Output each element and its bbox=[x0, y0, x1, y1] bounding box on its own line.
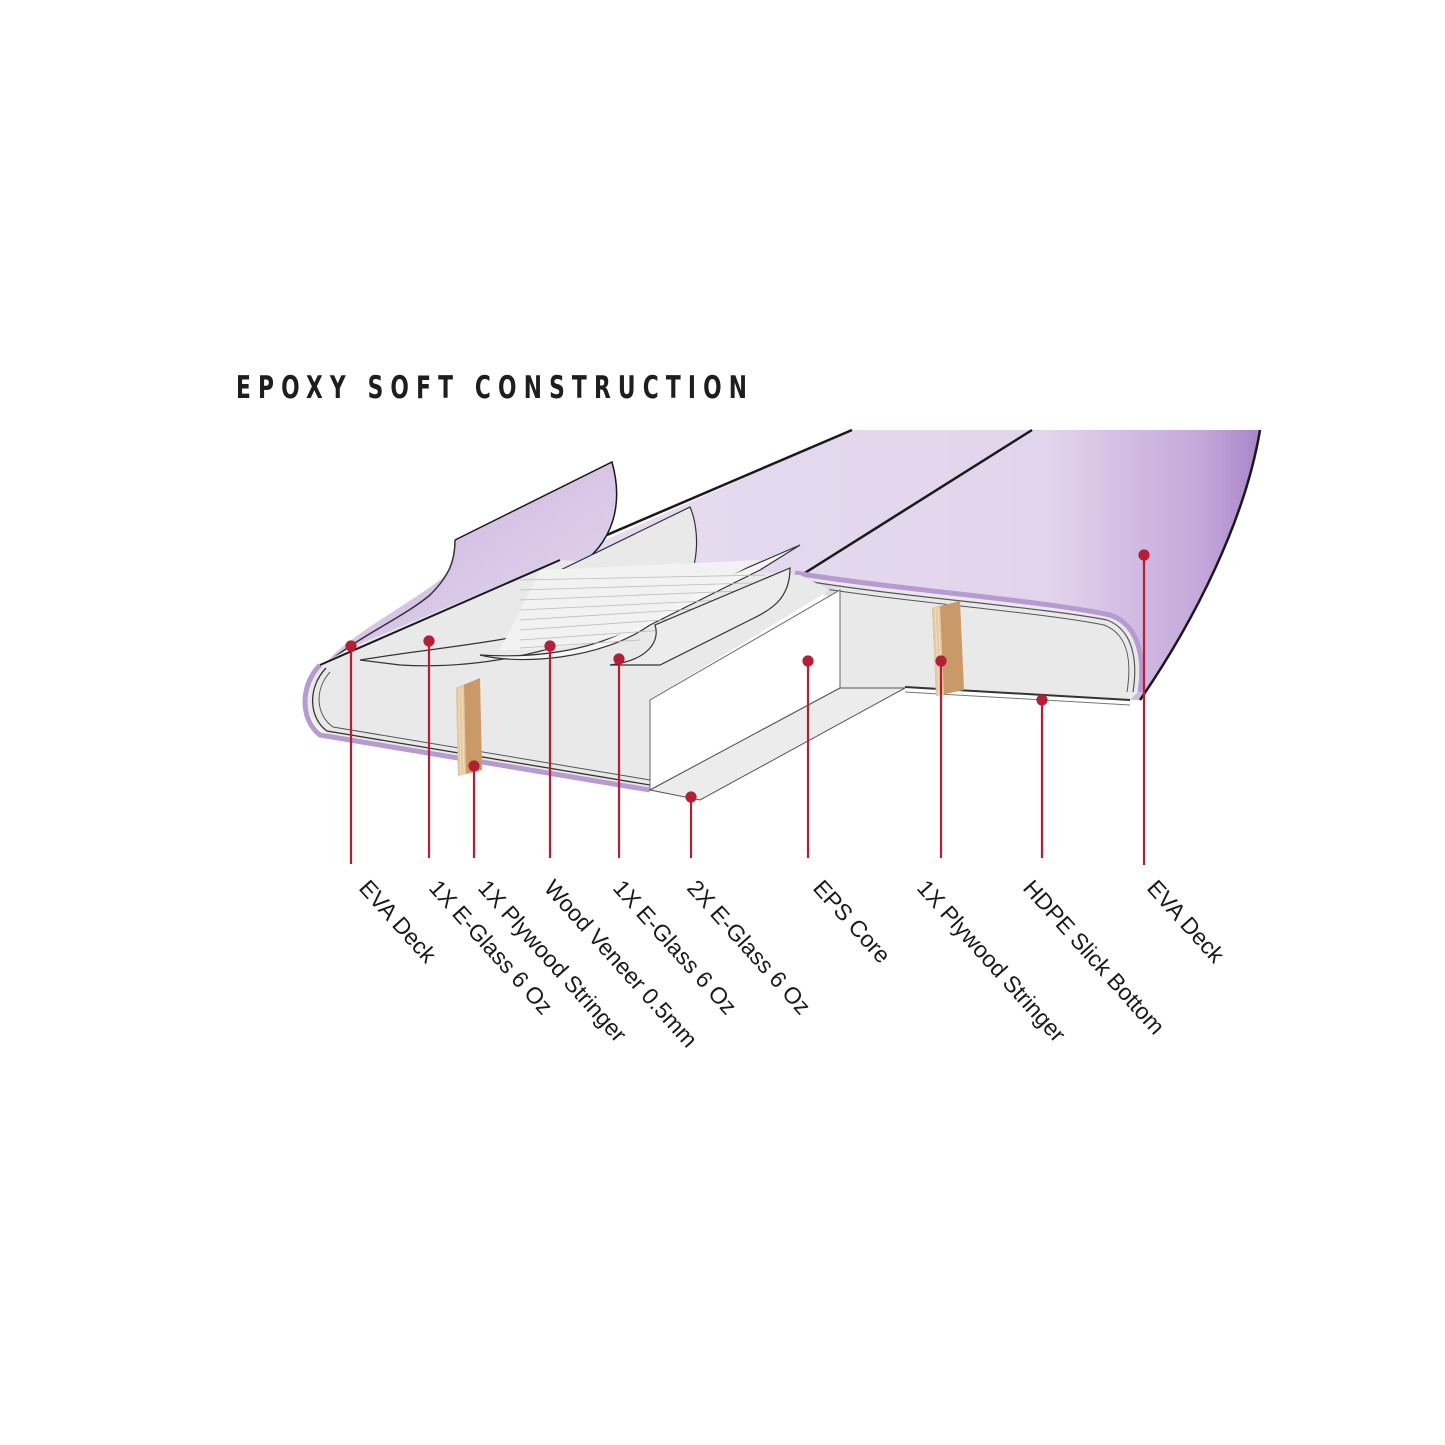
callout-dot bbox=[1138, 549, 1150, 561]
callout-dot bbox=[423, 635, 435, 647]
callout-markers bbox=[345, 549, 1150, 865]
callout-dot bbox=[802, 655, 814, 667]
callout-dot bbox=[613, 653, 625, 665]
callout-dot bbox=[468, 760, 480, 772]
callout-dot bbox=[544, 640, 556, 652]
diagram-title: EPOXY SOFT CONSTRUCTION bbox=[236, 370, 755, 406]
callout-dot bbox=[1036, 694, 1048, 706]
wood-veneer-layer bbox=[479, 544, 801, 661]
right-cross-section bbox=[794, 570, 1145, 706]
callout-dot bbox=[685, 791, 697, 803]
callout-dot bbox=[935, 655, 947, 667]
callout-dot bbox=[345, 640, 357, 652]
left-cross-section bbox=[302, 506, 906, 801]
